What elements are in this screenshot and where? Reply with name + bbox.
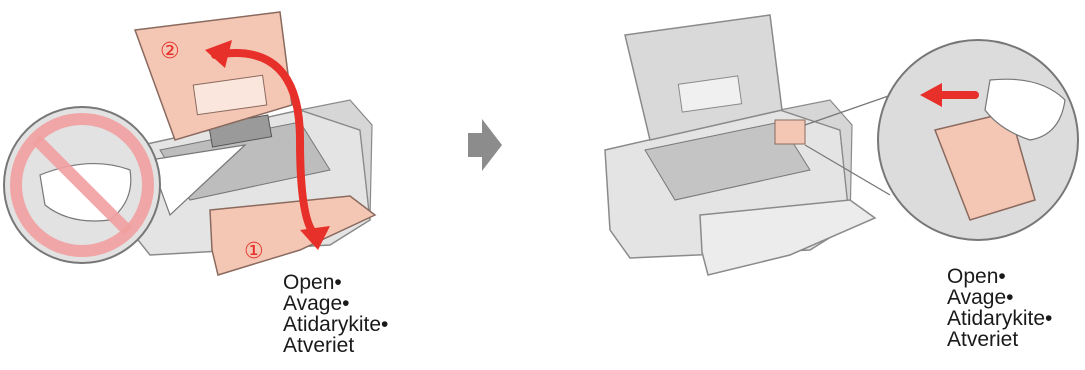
step-open-covers-panel: ② ① Open• Avage• Atidarykite• Atveriet (0, 0, 440, 370)
caption-line: Atidarykite• (283, 314, 388, 335)
caption-line: Atidarykite• (947, 308, 1052, 329)
callout-2: ② (160, 39, 180, 64)
step-1-caption: Open• Avage• Atidarykite• Atveriet (283, 272, 388, 356)
callout-1: ① (244, 239, 264, 264)
gray-right-arrow-icon (468, 115, 504, 175)
cartridge-holder (775, 120, 805, 144)
caption-line: Avage• (947, 287, 1052, 308)
caption-line: Avage• (283, 293, 388, 314)
caption-line: Open• (283, 272, 388, 293)
caption-line: Atveriet (947, 329, 1052, 350)
caption-line: Atveriet (283, 335, 388, 356)
step-open-cartridge-cover-panel: Open• Avage• Atidarykite• Atveriet (590, 0, 1085, 370)
caption-line: Open• (947, 266, 1052, 287)
step-2-caption: Open• Avage• Atidarykite• Atveriet (947, 266, 1052, 350)
output-tray (210, 196, 375, 275)
